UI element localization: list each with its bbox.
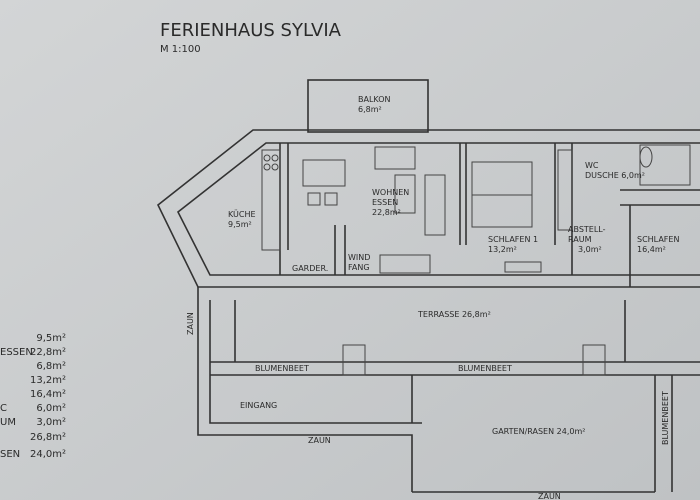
- area-list-value: 3,0m²: [36, 417, 66, 428]
- eingang-label: EINGANG: [240, 401, 277, 410]
- area-list-value: 24,0m²: [30, 449, 66, 460]
- wohnen-area: 22,8m²: [372, 208, 401, 217]
- schlafen1-label: SCHLAFEN 1: [488, 235, 538, 244]
- dusche-label: DUSCHE 6,0m²: [585, 171, 645, 180]
- plan-scale: M 1:100: [160, 44, 201, 55]
- blumenbeet-label-2: BLUMENBEET: [458, 364, 512, 373]
- terrasse-label: TERRASSE 26,8m²: [417, 310, 491, 319]
- area-list-label: C: [0, 403, 7, 414]
- area-list-value: 26,8m²: [30, 432, 66, 443]
- essen-label: ESSEN: [372, 198, 398, 207]
- garten-label: GARTEN/RASEN 24,0m²: [492, 427, 585, 436]
- zaun-label-3: ZAUN: [186, 312, 195, 335]
- area-list-value: 16,4m²: [30, 389, 66, 400]
- abstell-label: ABSTELL-: [568, 225, 606, 234]
- furniture: [261, 144, 691, 376]
- schlafen2-label: SCHLAFEN: [637, 235, 679, 244]
- zaun-label-2: ZAUN: [538, 492, 561, 500]
- schlafen1-area: 13,2m²: [488, 245, 517, 254]
- schlafen2-area: 16,4m²: [637, 245, 666, 254]
- area-list-value: 22,8m²: [30, 347, 66, 358]
- plan-title: FERIENHAUS SYLVIA: [160, 20, 342, 41]
- balkon-area: 6,8m²: [358, 105, 382, 114]
- area-list-label: SEN: [0, 449, 20, 460]
- area-list-value: 9,5m²: [36, 333, 66, 344]
- abstell-area: 3,0m²: [578, 245, 602, 254]
- area-list-label: UM: [0, 417, 16, 428]
- blumenbeet-label-1: BLUMENBEET: [255, 364, 309, 373]
- room-labels: BALKON 6,8m² KÜCHE 9,5m² WOHNEN ESSEN 22…: [186, 95, 679, 500]
- garderobe-label: GARDER.: [292, 264, 328, 273]
- zaun-label-1: ZAUN: [308, 436, 331, 445]
- wc-label: WC: [585, 161, 599, 170]
- kueche-label: KÜCHE: [228, 209, 256, 219]
- windfang-label-1: WIND: [348, 253, 370, 262]
- kueche-area: 9,5m²: [228, 220, 252, 229]
- raum-label: RAUM: [568, 235, 592, 244]
- blumenbeet-label-3: BLUMENBEET: [661, 391, 670, 445]
- area-list-value: 6,0m²: [36, 403, 66, 414]
- area-list-value: 6,8m²: [36, 361, 66, 372]
- wohnen-label: WOHNEN: [372, 188, 409, 197]
- area-list-value: 13,2m²: [30, 375, 66, 386]
- area-list: 9,5m² ESSEN 22,8m² 6,8m² 13,2m² 16,4m² C…: [0, 333, 66, 460]
- balkon-label: BALKON: [358, 95, 391, 104]
- area-list-label: ESSEN: [0, 347, 33, 358]
- windfang-label-2: FANG: [348, 263, 370, 272]
